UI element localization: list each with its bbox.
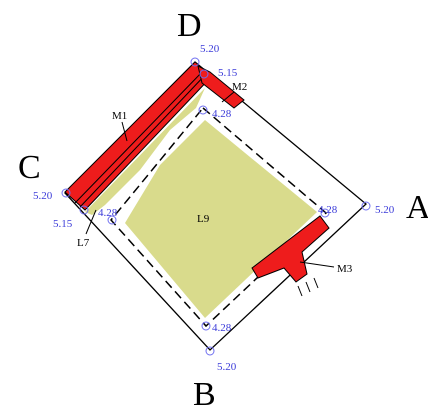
corner-label-c: C	[18, 149, 41, 186]
area-label-m3: M3	[337, 263, 353, 275]
level-marker-left-red	[79, 205, 89, 215]
level-top-outer: 5.20	[200, 43, 220, 55]
corner-label-b: B	[193, 376, 216, 409]
area-label-m1: M1	[112, 110, 127, 122]
level-marker-right-inner	[320, 208, 330, 218]
level-top-red: 5.15	[218, 67, 238, 79]
area-label-m2: M2	[232, 81, 247, 93]
level-marker-left-outer	[61, 188, 71, 198]
level-left-outer: 5.20	[33, 190, 53, 202]
level-marker-bottom-outer	[205, 346, 215, 356]
l7-zone	[85, 88, 205, 215]
m3-tick-2	[305, 281, 311, 293]
level-right-outer: 5.20	[375, 204, 395, 216]
level-marker-top-inner	[198, 105, 208, 115]
area-label-l7: L7	[77, 237, 90, 249]
level-right-inner: 4.28	[318, 204, 338, 216]
level-bottom-outer: 5.20	[217, 361, 237, 373]
m1-leader	[121, 121, 128, 142]
level-marker-top-red	[199, 69, 209, 79]
level-marker-bottom-inner	[201, 321, 211, 331]
l9-zone	[125, 120, 317, 318]
level-left-inner: 4.28	[98, 207, 118, 219]
inner-boundary	[110, 106, 328, 328]
level-marker-top-outer	[190, 57, 200, 67]
area-label-l9: L9	[197, 213, 210, 225]
m3-tick-1	[297, 285, 303, 297]
level-left-red: 5.15	[53, 218, 73, 230]
corner-label-d: D	[177, 7, 202, 44]
m3-zone	[251, 215, 330, 283]
m3-leader	[299, 261, 335, 268]
level-marker-right-outer	[361, 201, 371, 211]
m3-tick-3	[313, 277, 319, 289]
level-top-inner: 4.28	[212, 108, 232, 120]
level-marker-left-inner	[107, 215, 117, 225]
m2-leader	[221, 91, 235, 103]
m1-inner-line	[74, 69, 205, 204]
m2-zone	[197, 65, 245, 109]
l7-leader	[85, 209, 97, 235]
level-bottom-inner: 4.28	[212, 322, 232, 334]
m1-inner-line-2	[79, 72, 208, 208]
corner-label-a: A	[406, 189, 428, 226]
